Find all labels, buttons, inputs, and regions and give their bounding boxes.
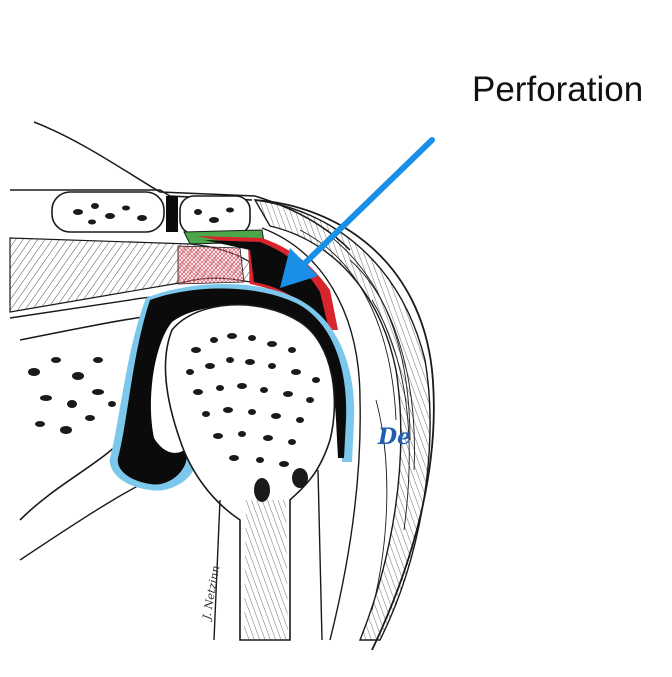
scapula-trabeculae bbox=[28, 357, 116, 434]
humeral-head bbox=[164, 303, 336, 641]
deltoid-inner bbox=[261, 227, 361, 641]
capsule-fluid bbox=[117, 288, 347, 485]
humerus-shaft-left bbox=[213, 499, 221, 641]
clavicle-bone bbox=[51, 191, 165, 233]
illustrator-signature: J. Netzinn bbox=[200, 564, 223, 622]
tendon-hatched-pink bbox=[177, 245, 245, 285]
humerus-shaft-hatch bbox=[244, 500, 288, 640]
humerus-trabeculae bbox=[186, 333, 320, 502]
deltoid-outer bbox=[254, 199, 435, 651]
perforation-label: Perforation bbox=[472, 70, 644, 109]
arrow-icon bbox=[280, 137, 435, 288]
acromion-bone bbox=[179, 195, 251, 235]
deltoid-fibers bbox=[299, 229, 415, 611]
bursa-fluid bbox=[204, 240, 328, 326]
humerus-shaft-right bbox=[317, 469, 323, 641]
ac-joint bbox=[166, 196, 178, 232]
clavicle-trabeculae bbox=[73, 203, 234, 225]
deltoid-label: De bbox=[378, 424, 412, 450]
